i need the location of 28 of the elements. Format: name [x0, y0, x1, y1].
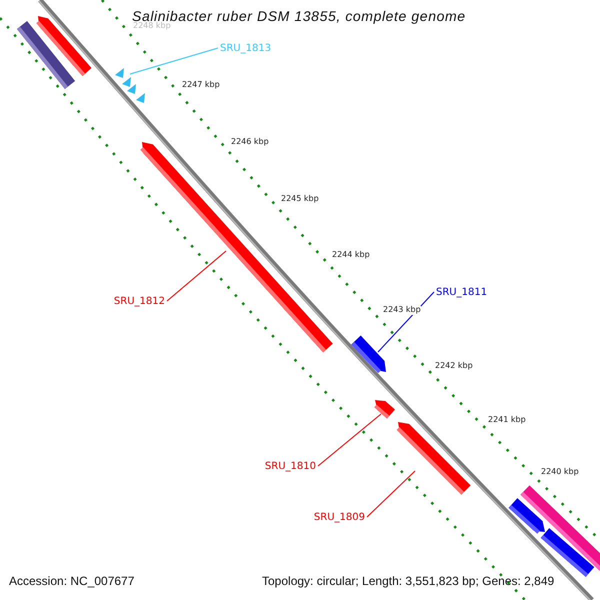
gene-label: SRU_1811 [436, 287, 488, 298]
gene-feature [36, 16, 92, 76]
leader-line [166, 250, 226, 302]
leader-line [130, 48, 218, 74]
scale-label: 2242 kbp [435, 362, 473, 371]
gene-feature [396, 422, 471, 495]
genome-summary-text: Topology: circular; Length: 3,551,823 bp; Genes: 2,849 [262, 574, 554, 588]
scale-label: 2248 kbp [133, 22, 171, 31]
gene-feature [374, 400, 395, 419]
scale-label: 2247 kbp [182, 81, 220, 90]
accession-text: Accession: NC_007677 [9, 574, 134, 588]
scale-label: 2244 kbp [332, 251, 370, 260]
scale-label: 2246 kbp [231, 138, 269, 147]
gene-label: SRU_1810 [264, 461, 316, 472]
trna-gene-markers [115, 68, 145, 103]
gene-label: SRU_1812 [114, 296, 165, 307]
gene-label: SRU_1809 [314, 512, 365, 523]
leader-line [318, 414, 382, 466]
gene-feature [351, 336, 386, 374]
leader-line [366, 470, 416, 518]
scale-label: 2245 kbp [281, 195, 319, 204]
scale-label: 2240 kbp [541, 468, 579, 477]
scale-label: 2241 kbp [488, 416, 526, 425]
gene-feature [540, 528, 594, 577]
scale-label: 2243 kbp [383, 306, 421, 315]
leader-line [378, 292, 434, 352]
gene-label: SRU_1813 [220, 43, 272, 54]
gene-feature [508, 498, 545, 534]
